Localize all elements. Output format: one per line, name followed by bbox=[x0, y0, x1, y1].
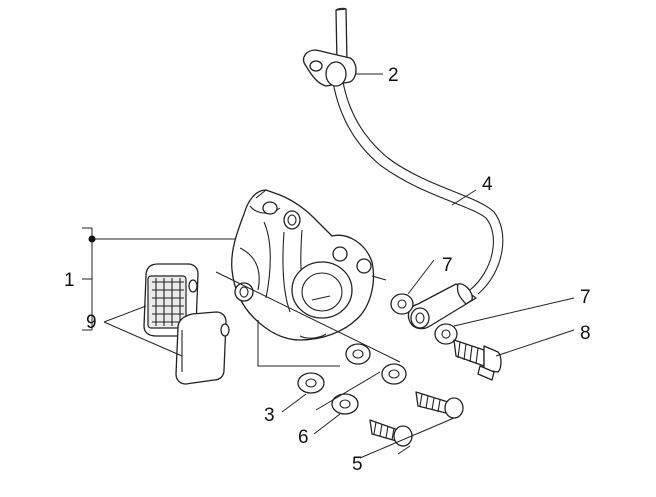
brake-pad-front bbox=[175, 311, 230, 385]
leader-lines bbox=[82, 73, 575, 459]
callout-1: 1 bbox=[64, 270, 75, 291]
washer-6 bbox=[331, 393, 359, 415]
washer-3 bbox=[297, 372, 325, 394]
banjo-fitting bbox=[407, 283, 477, 330]
hose-clamp bbox=[302, 49, 357, 87]
callout-6: 6 bbox=[298, 427, 309, 448]
callout-7-lower: 7 bbox=[580, 287, 591, 308]
washer-3-upper bbox=[345, 343, 371, 365]
washer-7-lower bbox=[434, 323, 458, 345]
brake-caliper bbox=[231, 189, 387, 341]
bolt-5 bbox=[369, 419, 413, 447]
washer-6-upper bbox=[381, 363, 407, 385]
callout-9: 9 bbox=[86, 312, 97, 333]
callout-3: 3 bbox=[264, 405, 275, 426]
callout-2: 2 bbox=[388, 65, 399, 86]
bolt-5-upper bbox=[415, 391, 464, 419]
callout-dot bbox=[88, 235, 96, 243]
callout-7-upper: 7 bbox=[442, 255, 453, 276]
callout-4: 4 bbox=[482, 174, 493, 195]
banjo-bolt-8 bbox=[453, 339, 502, 381]
washer-7-upper bbox=[390, 293, 414, 315]
callout-8: 8 bbox=[580, 323, 591, 344]
callout-5: 5 bbox=[352, 454, 363, 475]
